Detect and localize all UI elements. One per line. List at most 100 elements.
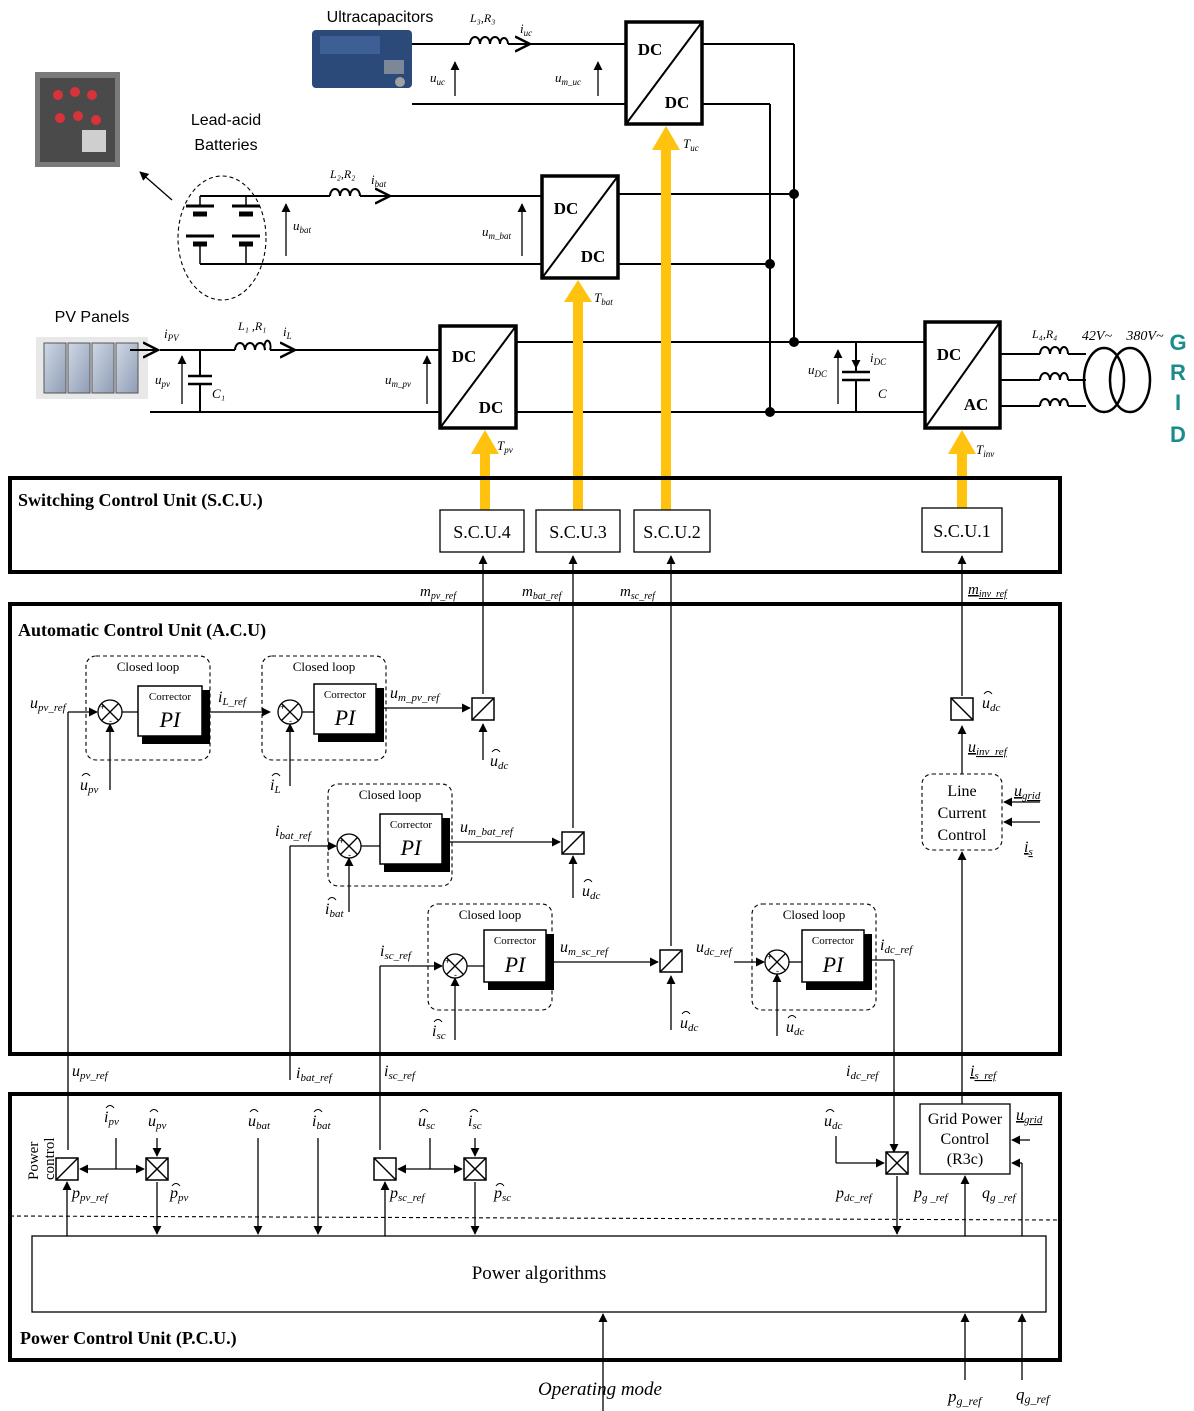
battery-group-outline (177, 175, 267, 301)
scu3-label: S.C.U.3 (549, 522, 607, 542)
svg-text:um_bat_ref: um_bat_ref (460, 819, 515, 838)
current-arrows (130, 44, 530, 350)
svg-text:DC: DC (937, 345, 962, 364)
svg-text:DC: DC (452, 347, 477, 366)
svg-text:Closed loop: Closed loop (359, 787, 421, 802)
closed-loop-bat: Closed loop Corrector PI (327, 783, 453, 887)
batteries-label: Batteries (194, 137, 257, 154)
svg-text:um_uc: um_uc (555, 70, 581, 87)
svg-text:uinv_ref: uinv_ref (968, 739, 1009, 758)
svg-text:-: - (776, 966, 779, 976)
svg-text:ibat_ref: ibat_ref (275, 823, 313, 842)
svg-text:udc: udc (680, 1015, 699, 1034)
svg-text:control: control (42, 1138, 58, 1181)
junction-dots (765, 189, 799, 417)
svg-text:+: + (767, 952, 772, 962)
svg-text:idc_ref: idc_ref (846, 1063, 880, 1082)
svg-text:Tbat: Tbat (594, 290, 613, 307)
svg-text:isc_ref: isc_ref (384, 1063, 417, 1082)
scu4-label: S.C.U.4 (453, 522, 511, 542)
svg-text:+: + (339, 836, 344, 846)
pv-panels-label: PV Panels (55, 309, 130, 326)
svg-text:Corrector: Corrector (324, 689, 366, 701)
svg-text:udc: udc (582, 883, 601, 902)
pcu-labels: ipv upv ubat ibat usc isc udc ugrid ppv_… (71, 1107, 1043, 1204)
svg-text:Tpv: Tpv (497, 438, 513, 455)
svg-text:(R3c): (R3c) (947, 1151, 983, 1168)
svg-text:udc: udc (824, 1113, 843, 1132)
svg-text:ubat: ubat (293, 218, 312, 235)
svg-text:udc: udc (786, 1019, 805, 1038)
pv-panel-image (36, 337, 148, 399)
svg-text:-: - (454, 970, 457, 980)
svg-text:ppv: ppv (169, 1185, 189, 1204)
svg-text:I: I (1175, 390, 1181, 415)
svg-text:um_sc_ref: um_sc_ref (560, 939, 610, 958)
converter-bat: DC DC (540, 174, 620, 280)
svg-text:Corrector: Corrector (149, 691, 191, 703)
svg-text:iL: iL (283, 324, 292, 341)
svg-text:C₁: C₁ (212, 386, 225, 401)
svg-text:ibat: ibat (312, 1113, 331, 1132)
svg-text:+: + (100, 702, 105, 712)
svg-text:mpv_ref: mpv_ref (420, 584, 457, 602)
scu1-label: S.C.U.1 (933, 521, 991, 541)
svg-text:PI: PI (334, 705, 357, 730)
svg-text:PI: PI (400, 835, 423, 860)
grid-label: G R I D (1169, 330, 1186, 447)
svg-text:isc: isc (432, 1023, 446, 1042)
svg-text:idc_ref: idc_ref (880, 937, 914, 956)
svg-text:upv_ref: upv_ref (72, 1063, 110, 1082)
svg-text:ibat: ibat (325, 901, 344, 920)
svg-text:um_bat: um_bat (482, 224, 511, 241)
svg-text:DC: DC (665, 93, 690, 112)
divider-blocks (471, 697, 974, 973)
battery-photo-arrow (139, 171, 173, 201)
svg-text:ugrid: ugrid (1016, 1107, 1043, 1126)
pcu-signal-lines (62, 1135, 1030, 1411)
svg-text:uuc: uuc (430, 70, 445, 87)
battery-photo (35, 72, 120, 167)
svg-text:upv: upv (80, 777, 99, 796)
svg-text:C: C (878, 386, 887, 401)
svg-text:Closed loop: Closed loop (459, 907, 521, 922)
l3r3-label: L₃,R₃ (469, 11, 495, 25)
svg-text:DC: DC (638, 40, 663, 59)
svg-text:+: + (445, 956, 450, 966)
l2r2-label: L₂,R₂ (329, 167, 355, 181)
svg-text:DC: DC (554, 199, 579, 218)
power-algorithms-label: Power algorithms (472, 1263, 607, 1284)
interface-labels: upv_ref ibat_ref isc_ref idc_ref is_ref (72, 1063, 998, 1084)
closed-loop-pv-current: Closed loop Corrector PI (261, 655, 387, 761)
svg-text:G: G (1169, 330, 1186, 355)
svg-text:-: - (109, 716, 112, 726)
svg-text:Closed loop: Closed loop (783, 907, 845, 922)
svg-text:ibat: ibat (371, 172, 387, 189)
svg-text:iL: iL (270, 777, 281, 796)
l1r1-label: L₁ ,R₁ (237, 319, 266, 333)
svg-text:ipv: ipv (104, 1109, 119, 1128)
svg-text:PI: PI (822, 952, 845, 977)
svg-text:D: D (1170, 422, 1186, 447)
svg-text:is: is (1024, 839, 1033, 858)
svg-text:minv_ref: minv_ref (968, 582, 1008, 600)
svg-text:Control: Control (938, 827, 987, 844)
svg-text:iuc: iuc (520, 21, 532, 38)
operating-mode-label: Operating mode (538, 1379, 662, 1400)
svg-text:upv: upv (155, 372, 170, 389)
inverter: DC AC (923, 320, 1002, 430)
pcu-frame (8, 1092, 1062, 1362)
gate-signal-arrows (471, 126, 976, 510)
pcu-divider (9, 1215, 1061, 1221)
svg-text:-: - (348, 850, 351, 860)
closed-loop-dc: Closed loop Corrector PI (751, 903, 877, 1011)
svg-text:Grid Power: Grid Power (928, 1111, 1003, 1128)
ultracapacitor-image (312, 30, 412, 88)
grid-power-control: Grid Power Control (R3c) (919, 1103, 1011, 1175)
svg-text:isc_ref: isc_ref (380, 943, 413, 962)
line-current-control: Line Current Control (921, 773, 1003, 851)
svg-text:psc_ref: psc_ref (389, 1185, 426, 1204)
svg-text:Current: Current (938, 805, 987, 822)
acu-title: Automatic Control Unit (A.C.U) (18, 620, 266, 641)
